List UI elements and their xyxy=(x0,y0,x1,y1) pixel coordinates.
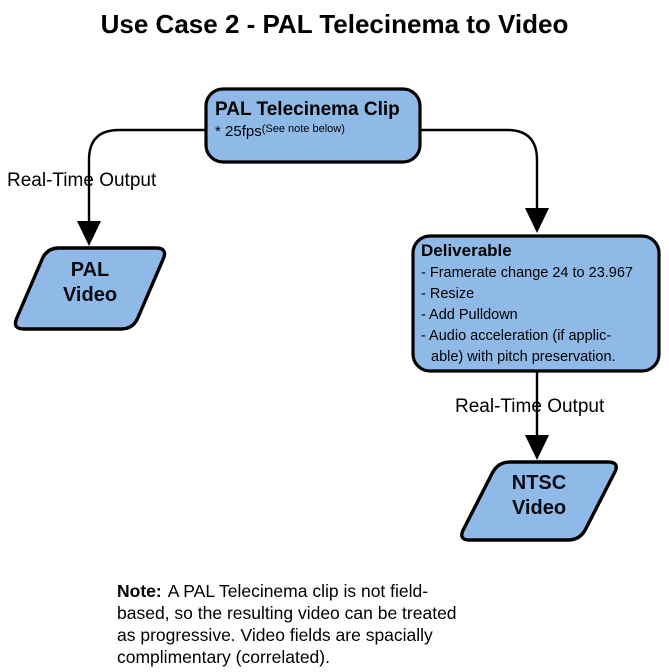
pal-video-label: PAL Video xyxy=(20,258,160,308)
arrowhead-ntsc-video xyxy=(525,435,549,460)
pal-video-line2: Video xyxy=(62,284,118,306)
deliverable-item-framerate: - Framerate change 24 to 23.967 xyxy=(421,265,633,281)
source-box-shape xyxy=(204,87,422,164)
ntsc-video-line2: Video xyxy=(511,497,567,519)
page-title: Use Case 2 - PAL Telecinema to Video xyxy=(100,9,569,39)
footnote-line3: as progressive. Video fields are spacial… xyxy=(117,625,433,645)
pal-video-line1: PAL xyxy=(70,259,110,281)
deliverable-item-pulldown: - Add Pulldown xyxy=(421,307,518,323)
ntsc-video-parallelogram xyxy=(460,460,618,542)
footnote: Note:A PAL Telecinema clip is not field-… xyxy=(117,580,457,668)
deliverable-box-shape xyxy=(411,234,661,373)
footnote-line2: based, so the resulting video can be tre… xyxy=(117,603,457,623)
arrowhead-deliverable xyxy=(525,208,549,233)
connector-source-to-deliverable xyxy=(420,128,539,210)
footnote-text1: A PAL Telecinema clip is not field- xyxy=(167,581,429,601)
source-box-fps: * 25fps xyxy=(215,123,262,140)
deliverable-title: Deliverable xyxy=(421,241,512,260)
footnote-line1: Note:A PAL Telecinema clip is not field- xyxy=(117,580,457,602)
source-box-note-ref: (See note below) xyxy=(261,123,345,135)
footnote-label: Note: xyxy=(117,581,162,601)
source-box-title: PAL Telecinema Clip xyxy=(215,99,400,120)
deliverable-item-audio: - Audio acceleration (if applic- xyxy=(421,328,612,344)
source-box-subtitle: * 25fps(See note below) xyxy=(215,123,345,140)
deliverable-list: - Framerate change 24 to 23.967 - Resize… xyxy=(421,263,655,368)
ntsc-video-line1: NTSC xyxy=(511,472,567,494)
footnote-line4: complimentary (correlated). xyxy=(117,647,330,667)
left-arrow-label: Real-Time Output xyxy=(7,170,157,191)
ntsc-video-label: NTSC Video xyxy=(469,471,609,521)
connector-source-to-pal-video xyxy=(87,128,206,223)
deliverable-content: Deliverable - Framerate change 24 to 23.… xyxy=(421,241,655,368)
right-arrow-label: Real-Time Output xyxy=(455,396,605,417)
deliverable-item-audio-cont: able) with pitch preservation. xyxy=(431,349,616,365)
arrowhead-pal-video xyxy=(77,221,101,246)
pal-video-parallelogram xyxy=(13,246,167,331)
deliverable-item-resize: - Resize xyxy=(421,286,475,302)
